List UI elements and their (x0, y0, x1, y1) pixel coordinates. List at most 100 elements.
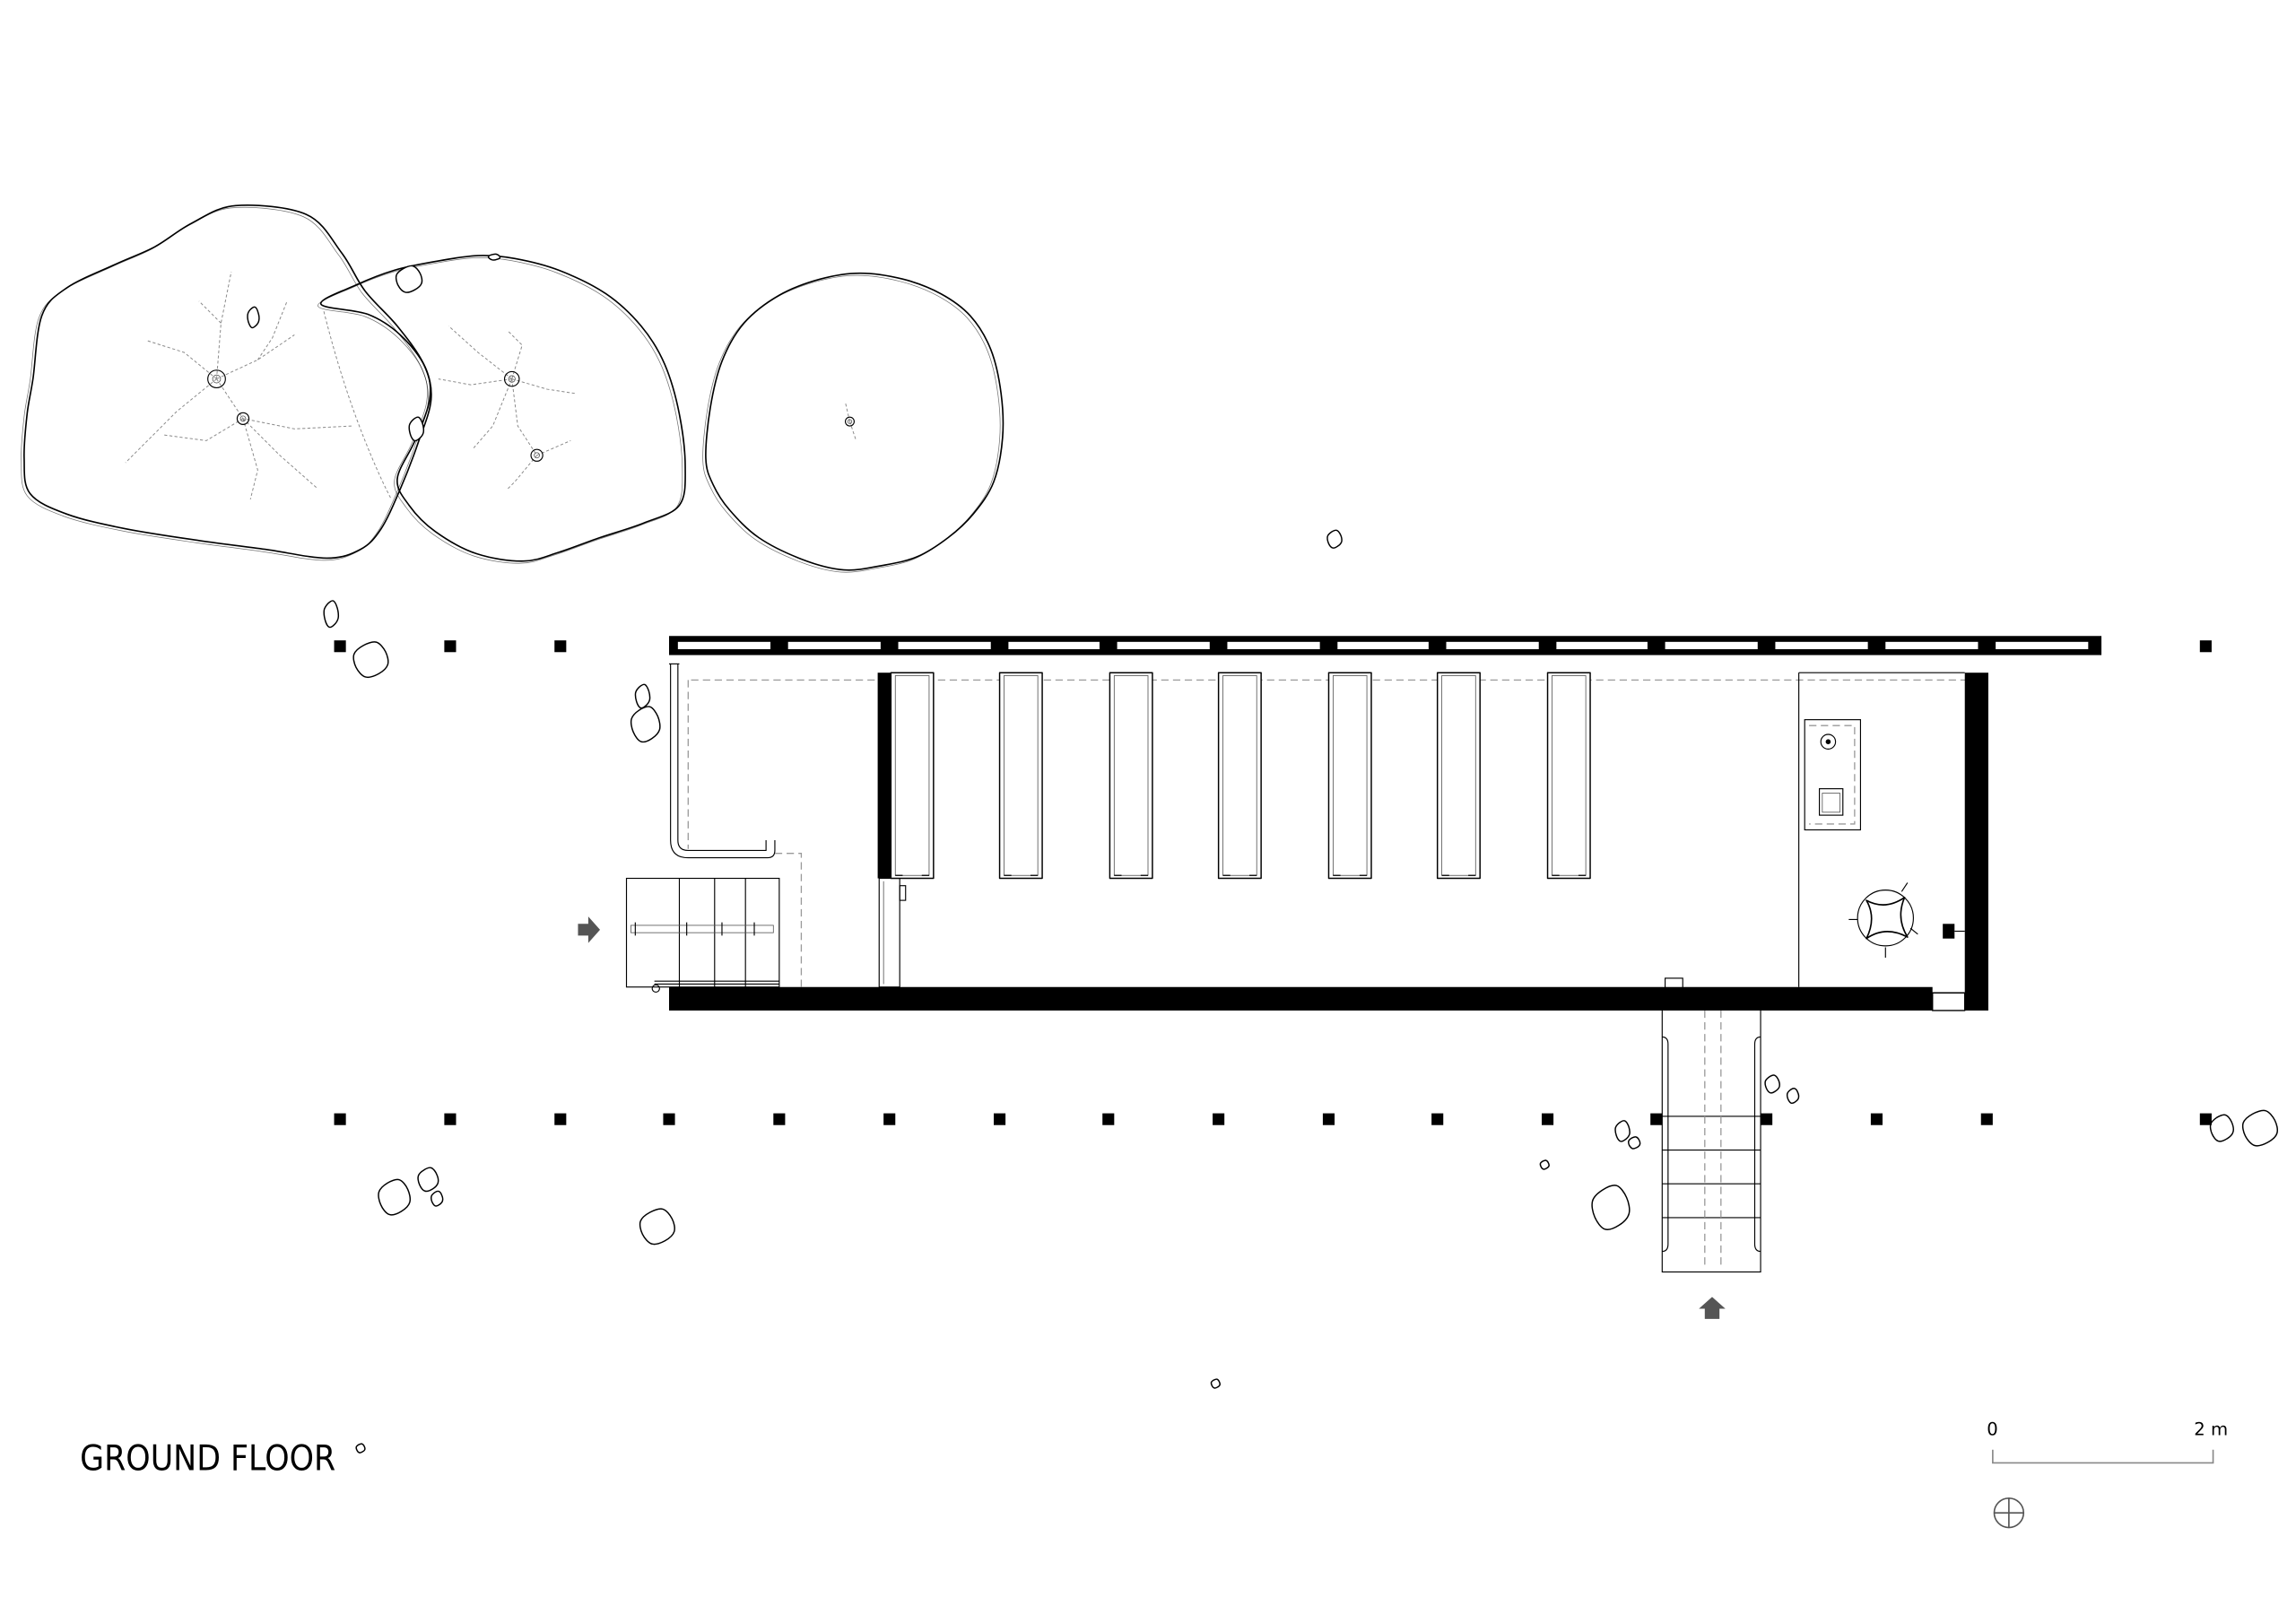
tree-branch (845, 402, 850, 422)
rock (323, 600, 340, 629)
column (1322, 1113, 1335, 1125)
scale-bar: 0 2 m (1987, 1419, 2228, 1464)
stair-right-rail (1753, 1036, 1761, 1253)
counter-dashed-edge (1809, 725, 1856, 825)
room-divider-line (1798, 672, 1965, 987)
rock (395, 265, 423, 293)
column (1541, 1113, 1554, 1125)
rock (2241, 1109, 2279, 1147)
rock (1628, 1136, 1641, 1150)
tree-canopy-outline (319, 255, 686, 562)
pew-seat (1552, 675, 1587, 876)
bottom-wall (669, 986, 1933, 1011)
column (1431, 1113, 1444, 1125)
wall-fixture (1943, 924, 1955, 939)
tree-branch (125, 378, 217, 464)
column (883, 1113, 896, 1125)
porch-post (651, 984, 660, 994)
chair-legs (1848, 882, 1918, 958)
roof-beam-gap (1556, 641, 1648, 649)
rock (630, 706, 661, 743)
pew (1217, 672, 1262, 880)
rock (1539, 1159, 1550, 1170)
tree-branch (216, 378, 353, 430)
rock (378, 1178, 412, 1216)
entrance-door (1665, 977, 1683, 994)
column (334, 640, 346, 653)
porch-platform (625, 877, 780, 988)
roof-beam-gap (1337, 641, 1429, 649)
rock (1764, 1074, 1780, 1094)
roof-beam-gap (1446, 641, 1539, 649)
column (1650, 1113, 1663, 1125)
north-symbol-cross (1994, 1497, 2024, 1528)
stove-burner-center (1825, 739, 1831, 744)
tree-trunk (207, 369, 226, 389)
scale-bar-line (1992, 1449, 2214, 1464)
side-entrance-porch (625, 853, 803, 994)
tree-trunk (503, 370, 520, 387)
pew-seat (1332, 675, 1368, 876)
chair-seat-outline (1857, 890, 1914, 947)
pew (1327, 672, 1372, 880)
pew (998, 672, 1043, 880)
pew (1546, 672, 1591, 880)
column (1102, 1113, 1115, 1125)
columns-layer (334, 636, 2212, 1125)
tree-canopy-outline (705, 272, 1004, 571)
rock (355, 1443, 366, 1454)
tree-branch (198, 300, 222, 324)
roof-beam-gap (1117, 641, 1210, 649)
tree-branch (161, 418, 244, 441)
tree-trunk (530, 448, 544, 462)
pew-seat (1441, 675, 1476, 876)
rock (417, 1167, 439, 1193)
tree-overlap-outline (323, 311, 392, 500)
tree-canopy-sketch-line (21, 206, 429, 561)
pew (1109, 672, 1153, 880)
pews-layer (890, 672, 1591, 880)
tree-branch (448, 325, 513, 379)
rock (634, 683, 651, 709)
stair-left-rail (1662, 1036, 1669, 1253)
roof-beam-gap (1775, 641, 1868, 649)
roof-beam-gap (898, 641, 991, 649)
column (334, 1113, 346, 1125)
stair-outline (1661, 992, 1761, 1273)
tree-branch (438, 378, 512, 386)
stove-burner (1820, 733, 1837, 750)
tree-branch (511, 378, 577, 395)
tree-branch (242, 418, 317, 489)
tree-trunk-ring (508, 375, 516, 383)
building (669, 663, 1988, 1011)
tree-branch (216, 271, 232, 379)
roof-beam-gap (1008, 641, 1100, 649)
tree-branch (507, 455, 537, 490)
porch-roof-dashed-outline (774, 853, 803, 987)
sink (1818, 788, 1844, 816)
sink-basin (1822, 793, 1840, 813)
rock (487, 253, 501, 261)
chair-seat (1866, 897, 1909, 940)
tree-branch (507, 330, 523, 379)
handrail-inner (677, 664, 767, 851)
stair-center-strip (1704, 1010, 1722, 1270)
rock (1326, 529, 1343, 549)
tree-branch (473, 378, 513, 448)
rock (1210, 1378, 1221, 1389)
main-entrance-arrow-icon (1699, 1297, 1726, 1319)
column (2199, 1113, 2212, 1125)
tree-branch (242, 418, 258, 500)
column (1980, 1113, 1993, 1125)
tree-canopy-sketch-line (702, 274, 1001, 573)
rock (1591, 1185, 1631, 1230)
column (554, 640, 567, 653)
porch-bench (631, 924, 774, 933)
rock (1786, 1088, 1800, 1104)
tree-trunk-ring (534, 452, 540, 459)
door-handle (899, 885, 907, 901)
corner-notch (1931, 992, 1966, 1011)
porch-threshold (654, 980, 779, 985)
rock (639, 1208, 675, 1245)
